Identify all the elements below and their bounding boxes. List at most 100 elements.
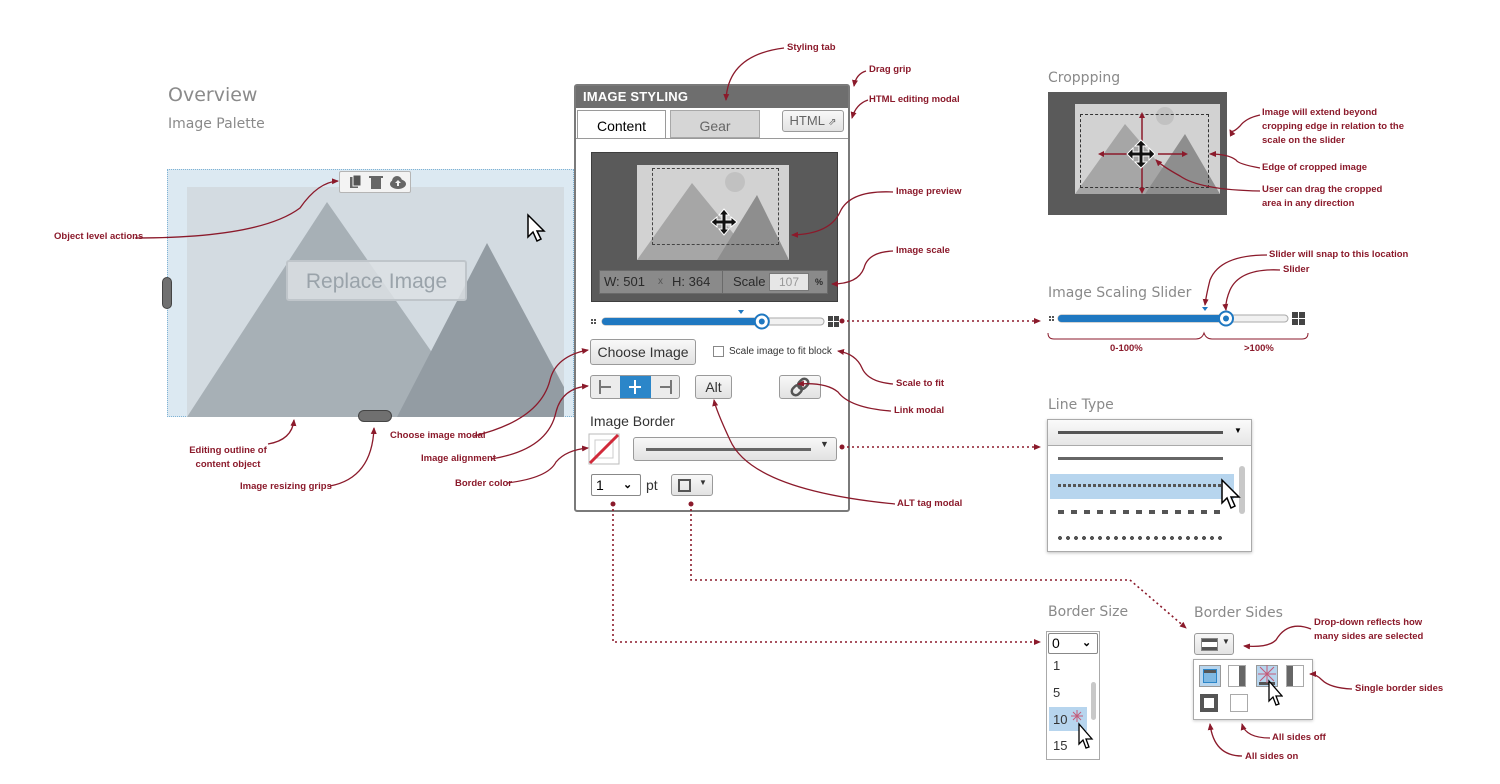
line-type-title: Line Type [1048, 397, 1114, 413]
scale-slider[interactable] [588, 306, 840, 334]
border-size-value: 1 [596, 477, 604, 493]
ann-image-preview: Image preview [896, 186, 962, 197]
line-type-dropdown[interactable]: ▼ [1047, 419, 1252, 552]
dropdown-arrow-icon: ▼ [820, 439, 829, 449]
border-size-select[interactable]: 1 ⌄ [591, 474, 641, 496]
ann-styling-tab: Styling tab [787, 42, 836, 53]
large-image-icon [828, 316, 839, 327]
html-button[interactable]: HTML ⇗ [782, 110, 844, 132]
border-sides-icon [1201, 638, 1218, 651]
border-sides-menu[interactable] [1193, 659, 1313, 720]
border-size-title: Border Size [1048, 604, 1129, 620]
ann-single-sides: Single border sides [1355, 683, 1444, 694]
snap-marker [738, 310, 744, 314]
slider-knob[interactable] [753, 313, 770, 330]
content-object-outline[interactable]: Replace Image [167, 169, 574, 417]
cursor-icon [1071, 710, 1094, 749]
scale-fit-checkbox[interactable] [713, 346, 724, 357]
tab-content[interactable]: Content [577, 110, 666, 138]
ann-object-actions: Object level actions [54, 231, 144, 242]
ann-drag-grip: Drag grip [869, 64, 912, 75]
scaling-title: Image Scaling Slider [1048, 285, 1192, 301]
choose-image-button[interactable]: Choose Image [590, 339, 696, 365]
border-size-option[interactable]: 10 [1053, 712, 1068, 727]
overview-subtitle: Image Palette [168, 116, 265, 132]
all-sides-off-option[interactable] [1230, 694, 1248, 712]
range-high-label: >100% [1244, 343, 1274, 354]
image-placeholder [187, 187, 564, 417]
pt-label: pt [646, 477, 658, 493]
line-type-selected[interactable]: ▼ [1048, 420, 1251, 446]
move-icon[interactable] [710, 208, 738, 236]
scale-fit-label: Scale image to fit block [729, 346, 832, 357]
bottom-resize-grip[interactable] [358, 410, 392, 422]
border-size-option[interactable]: 15 [1053, 738, 1068, 753]
ann-choose-modal: Choose image modal [390, 430, 486, 441]
trash-icon[interactable] [369, 176, 383, 189]
align-center-icon[interactable] [620, 376, 651, 398]
all-sides-on-option[interactable] [1200, 694, 1218, 712]
line-type-select[interactable]: ▼ [633, 437, 837, 461]
panel-header-drag-grip[interactable]: IMAGE STYLING [576, 86, 848, 108]
cropping-title: Croppping [1048, 70, 1121, 86]
border-size-scrollbar[interactable] [1091, 682, 1096, 720]
line-option-solid[interactable] [1058, 457, 1223, 460]
crop-edge[interactable] [652, 168, 779, 245]
line-option-dashed[interactable] [1058, 510, 1223, 514]
ann-edge-cropped: Edge of cropped image [1262, 162, 1368, 173]
line-option-dots[interactable] [1058, 536, 1223, 540]
ann-snap: Slider will snap to this location [1269, 249, 1409, 260]
scale-input[interactable]: 107 [769, 273, 809, 291]
link-button[interactable] [779, 375, 821, 399]
dropdown-arrow-icon: ▼ [1222, 637, 1230, 646]
image-styling-panel[interactable]: IMAGE STYLING Content Gear HTML ⇗ W: 501… [574, 84, 850, 512]
ann-html-modal: HTML editing modal [869, 94, 960, 105]
cursor-icon [527, 213, 546, 243]
ann-scale-to-fit: Scale to fit [896, 378, 945, 389]
line-option-dotted[interactable] [1058, 484, 1223, 487]
dropdown-arrow-icon: ▼ [1234, 426, 1242, 435]
border-size-option[interactable]: 1 [1053, 658, 1061, 673]
mountain-image [187, 202, 564, 417]
border-side-top-option[interactable] [1199, 665, 1221, 687]
cloud-upload-icon[interactable] [390, 176, 406, 189]
border-sides-select[interactable]: ▼ [671, 474, 713, 496]
line-type-scrollbar[interactable] [1239, 466, 1245, 514]
object-actions-toolbar [339, 171, 411, 193]
align-right-icon[interactable] [651, 376, 679, 398]
scale-label: Scale [733, 274, 766, 289]
image-border-heading: Image Border [590, 413, 675, 429]
width-value: W: 501 [604, 274, 645, 289]
ann-extend: Image will extend beyond cropping edge i… [1262, 106, 1404, 148]
border-color-swatch[interactable] [588, 433, 620, 465]
border-size-select-demo[interactable]: 0 ⌄ [1048, 633, 1098, 654]
image-preview: W: 501 x H: 364 Scale 107 % [591, 152, 838, 302]
overview-title: Overview [168, 84, 258, 106]
tab-gear[interactable]: Gear [670, 110, 760, 138]
ann-editing-outline: Editing outline of content object [186, 444, 270, 472]
dim-separator [722, 271, 723, 293]
copy-icon[interactable] [350, 174, 362, 188]
crop-move-arrows [1098, 112, 1188, 194]
percent-sign: % [815, 277, 824, 287]
cursor-icon [1221, 478, 1241, 510]
link-icon [790, 377, 810, 397]
border-side-left-option[interactable] [1286, 665, 1304, 687]
ann-drag-crop: User can drag the cropped area in any di… [1262, 183, 1382, 211]
dropdown-arrow-icon: ▼ [699, 478, 707, 487]
border-size-dropdown[interactable]: 0 ⌄ 1 5 10 15 [1046, 631, 1100, 760]
border-size-option[interactable]: 5 [1053, 685, 1061, 700]
cropping-demo [1048, 92, 1227, 215]
ann-dropdown-reflects-line1: Drop-down reflects how [1314, 617, 1423, 628]
ann-image-alignment: Image alignment [421, 453, 496, 464]
ann-extend-line3: scale on the slider [1262, 135, 1345, 146]
ann-slider: Slider [1283, 264, 1310, 275]
border-sides-select-demo[interactable]: ▼ [1194, 633, 1234, 655]
border-side-right-option[interactable] [1228, 665, 1246, 687]
align-left-icon[interactable] [591, 376, 620, 398]
ann-dropdown-reflects-line2: many sides are selected [1314, 631, 1424, 642]
alt-button[interactable]: Alt [695, 375, 732, 399]
line-type-sample [646, 448, 811, 451]
side-resize-grip[interactable] [162, 277, 172, 309]
replace-image-button[interactable]: Replace Image [286, 260, 467, 301]
